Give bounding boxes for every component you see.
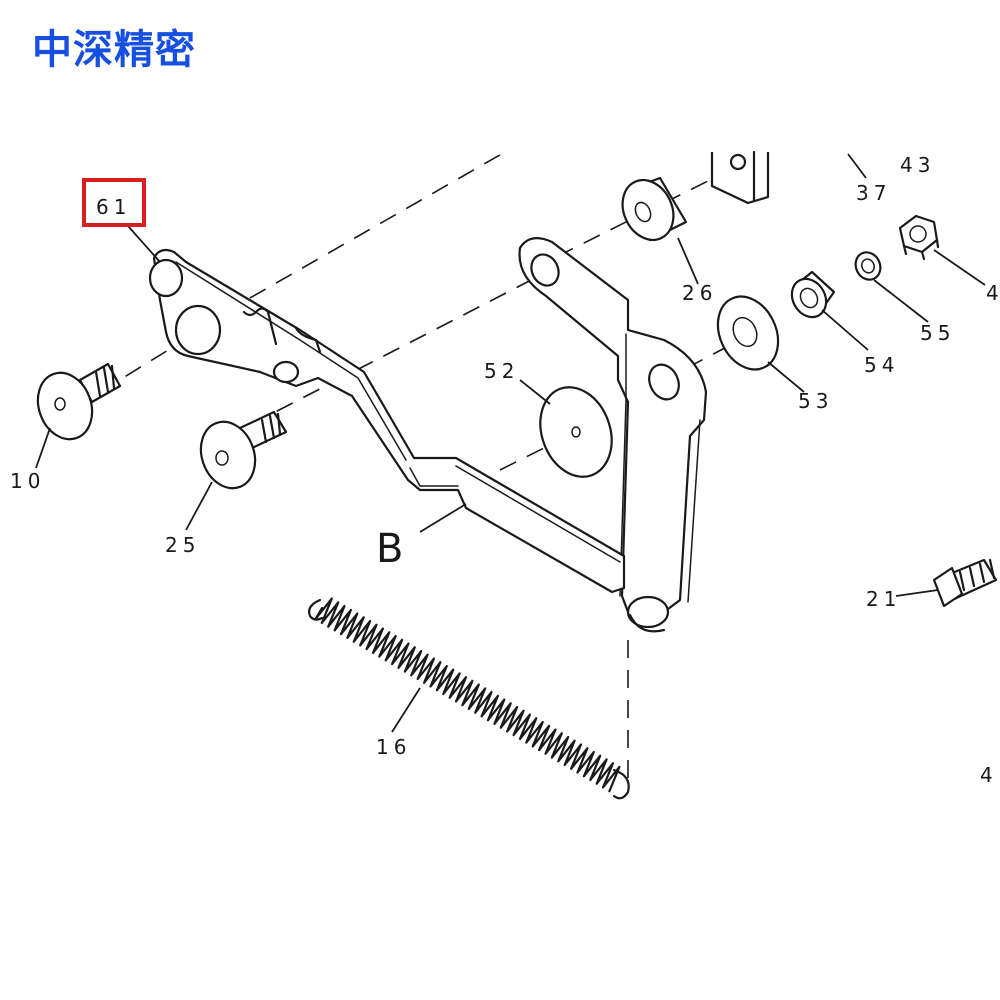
spacer-54 bbox=[790, 270, 836, 319]
callout-10: 10 bbox=[10, 469, 45, 493]
callout-53: 53 bbox=[798, 389, 833, 413]
screw-21 bbox=[932, 558, 998, 608]
screw-10 bbox=[36, 362, 122, 441]
callout-25: 25 bbox=[165, 533, 200, 557]
callout-4-edge: 4 bbox=[980, 763, 998, 787]
callout-4: 4 bbox=[986, 281, 1000, 305]
hex-nut-43 bbox=[898, 214, 940, 261]
spacer-26 bbox=[621, 176, 688, 242]
washer-55 bbox=[854, 251, 882, 281]
callout-37: 37 bbox=[856, 181, 891, 205]
lever-arm-61 bbox=[148, 248, 626, 594]
callout-21: 21 bbox=[866, 587, 901, 611]
bracket-37 bbox=[710, 150, 770, 205]
callout-61: 61 bbox=[96, 195, 131, 219]
callout-55: 55 bbox=[920, 321, 955, 345]
spring-16 bbox=[308, 597, 630, 800]
callout-54: 54 bbox=[864, 353, 899, 377]
callout-26: 26 bbox=[682, 281, 717, 305]
callout-16: 16 bbox=[376, 735, 411, 759]
callout-52: 52 bbox=[484, 359, 519, 383]
callout-43: 43 bbox=[900, 153, 935, 177]
washer-53 bbox=[716, 295, 780, 371]
view-label-b: B bbox=[376, 526, 403, 572]
disk-52 bbox=[539, 386, 613, 478]
highlight-box bbox=[82, 178, 146, 227]
leader-lines bbox=[35, 153, 986, 733]
screw-25 bbox=[199, 410, 288, 490]
main-bracket-plate bbox=[518, 237, 708, 633]
brand-title: 中深精密 bbox=[32, 27, 196, 73]
